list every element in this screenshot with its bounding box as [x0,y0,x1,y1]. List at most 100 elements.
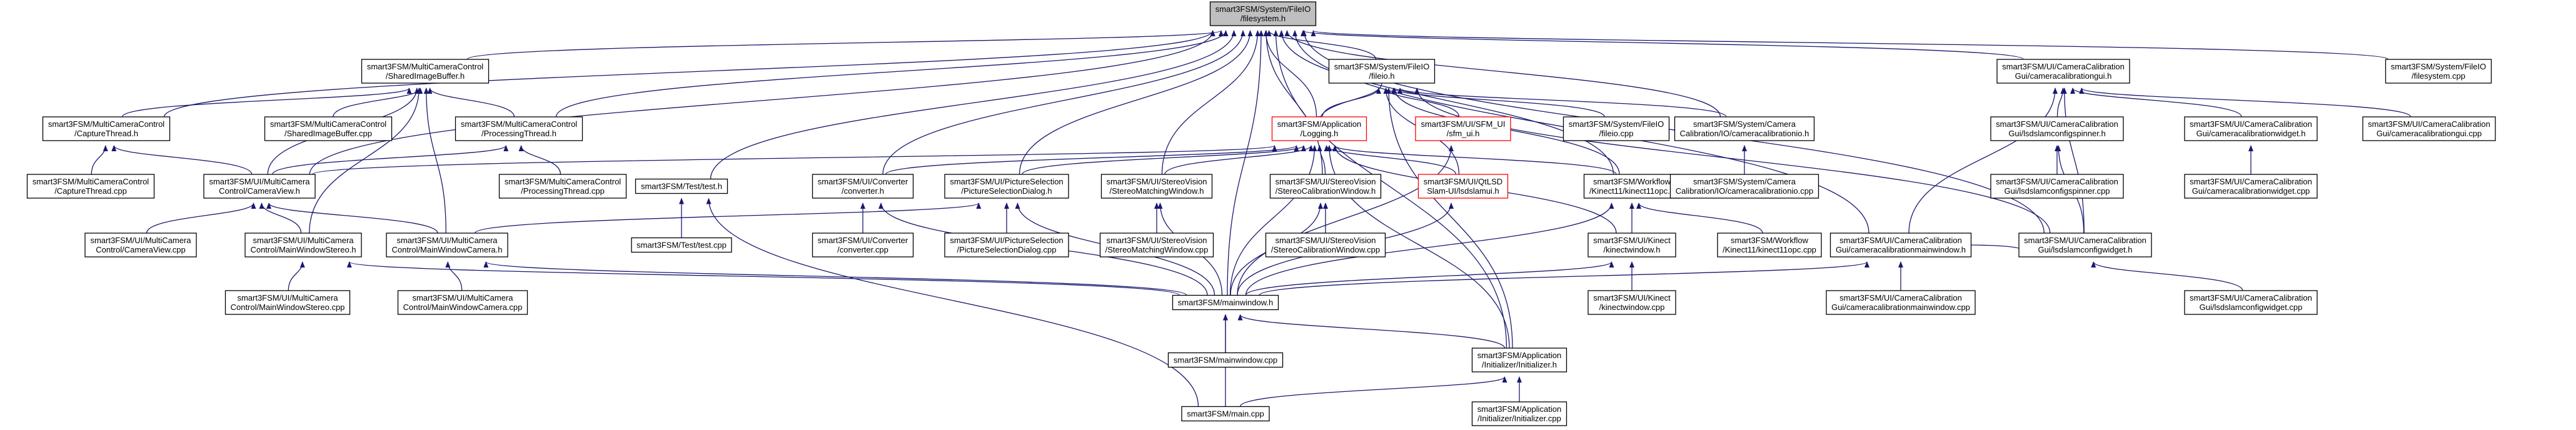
file-node-label: /SharedImageBuffer.cpp [284,129,372,138]
include-edge-77 [1968,244,2024,251]
file-node-label: smart3FSM/UI/CameraCalibration [1839,236,1962,245]
file-node-n41[interactable]: smart3FSM/UI/MultiCameraControl/MainWind… [224,290,351,315]
file-node-n28[interactable]: smart3FSM/UI/CameraCalibrationGui/camera… [2184,174,2318,199]
file-node-n46[interactable]: smart3FSM/mainwindow.cpp [1167,352,1284,368]
file-node-n8[interactable]: smart3FSM/Application/Logging.h [1271,116,1367,141]
file-node-n24[interactable]: smart3FSM/Workflow/Kinect11/kinect11opc.… [1583,174,1681,199]
file-node-label: /converter.cpp [837,245,888,254]
file-node-n4[interactable]: smart3FSM/System/FileIO/filesystem.cpp [2385,59,2492,84]
file-node-n40[interactable]: smart3FSM/UI/CameraCalibrationGui/camera… [1829,232,1972,258]
file-node-label: smart3FSM/mainwindow.cpp [1174,356,1277,365]
file-node-label: /StereoCalibrationWindow.h [1275,186,1376,196]
file-node-n5[interactable]: smart3FSM/MultiCameraControl/CaptureThre… [42,116,171,141]
file-node-label: Calibration/IO/cameracalibrationio.cpp [1676,186,1813,196]
file-node-n6[interactable]: smart3FSM/MultiCameraControl/SharedImage… [264,116,393,141]
file-node-label: smart3FSM/UI/CameraCalibration [2190,119,2312,129]
file-node-label: smart3FSM/Test/test.cpp [636,241,727,250]
file-node-label: smart3FSM/System/Camera [1693,119,1796,129]
file-node-label: Gui/cameracalibrationmainwindow.cpp [1831,302,1970,312]
file-node-box [1562,116,1670,141]
include-edge-33 [2056,88,2066,118]
file-node-box [631,237,732,253]
file-node-n33[interactable]: smart3FSM/UI/Converter/converter.cpp [812,232,914,258]
file-node-box [42,116,171,141]
file-node-n39[interactable]: smart3FSM/UI/CameraCalibrationGui/lsdsla… [2184,290,2318,315]
file-node-n19[interactable]: smart3FSM/UI/Converter/converter.h [812,174,914,199]
file-node-label: smart3FSM/System/FileIO [1215,4,1311,14]
file-node-n15[interactable]: smart3FSM/MultiCameraControl/CaptureThre… [26,174,155,199]
file-node-label: Gui/lsdslamconfigspinner.h [2008,129,2105,138]
file-node-n47[interactable]: smart3FSM/Application/Initializer/Initia… [1471,348,1567,372]
file-node-n30[interactable]: smart3FSM/UI/MultiCameraControl/MainWind… [244,232,362,258]
include-edge-80 [445,261,463,291]
file-node-n2[interactable]: smart3FSM/System/FileIO/fileio.h [1328,59,1436,84]
file-node-n34[interactable]: smart3FSM/UI/PictureSelection/PictureSel… [944,232,1069,258]
file-node-n38[interactable]: smart3FSM/Workflow/Kinect11/kinect11opc.… [1717,232,1822,258]
file-node-box [361,59,490,84]
file-node-n26[interactable]: smart3FSM/UI/CameraCalibrationGui/lsdsla… [1990,174,2124,199]
include-edge-7 [1284,30,1721,118]
file-node-box [264,116,393,141]
include-edge-1 [1266,30,1377,60]
file-node-n3[interactable]: smart3FSM/UI/CameraCalibrationGui/camera… [1996,59,2130,84]
file-node-box [1990,174,2124,199]
file-node-n12[interactable]: smart3FSM/UI/CameraCalibrationGui/lsdsla… [1990,116,2124,141]
file-node-n16[interactable]: smart3FSM/UI/MultiCameraControl/CameraVi… [203,174,316,199]
file-node-n36[interactable]: smart3FSM/UI/StereoVision/StereoCalibrat… [1265,232,1386,258]
file-node-n10[interactable]: smart3FSM/System/FileIO/fileio.cpp [1562,116,1670,141]
include-edge-44 [885,145,1299,175]
file-node-n44[interactable]: smart3FSM/UI/Kinect/kinectwindow.cpp [1587,290,1676,315]
file-node-n25[interactable]: smart3FSM/System/CameraCalibration/IO/ca… [1669,174,1819,199]
file-node-n11[interactable]: smart3FSM/System/CameraCalibration/IO/ca… [1674,116,1815,141]
file-node-label: /ProcessingThread.h [481,129,556,138]
file-node-n37[interactable]: smart3FSM/UI/Kinect/kinectwindow.h [1587,232,1676,258]
file-node-box [1471,401,1567,426]
file-node-label: smart3FSM/Test/test.h [641,182,722,191]
file-node-n14[interactable]: smart3FSM/UI/CameraCalibrationGui/camera… [2362,116,2496,141]
file-node-n29[interactable]: smart3FSM/UI/MultiCameraControl/CameraVi… [84,232,197,258]
file-node-n18[interactable]: smart3FSM/Test/test.h [635,178,728,194]
file-node-n27[interactable]: smart3FSM/UI/CameraCalibrationGui/lsdsla… [2018,232,2152,258]
file-node-n22[interactable]: smart3FSM/UI/StereoVision/StereoCalibrat… [1269,174,1382,199]
file-node-n42[interactable]: smart3FSM/UI/MultiCameraControl/MainWind… [397,290,528,315]
file-node-n45[interactable]: smart3FSM/UI/CameraCalibrationGui/camera… [1826,290,1976,315]
file-node-n32[interactable]: smart3FSM/Test/test.cpp [631,237,732,253]
file-node-n20[interactable]: smart3FSM/UI/PictureSelection/PictureSel… [944,174,1069,199]
file-node-label: smart3FSM/UI/MultiCamera [90,236,191,245]
file-node-box [1099,232,1214,258]
include-edge-20 [333,88,423,118]
file-node-label: smart3FSM/UI/CameraCalibration [1996,177,2118,186]
file-node-n1[interactable]: smart3FSM/MultiCameraControl/SharedImage… [361,59,490,84]
file-node-box [1717,232,1822,258]
file-node-label: smart3FSM/UI/CameraCalibration [2368,119,2490,129]
file-node-n0[interactable]: smart3FSM/System/FileIO/filesystem.h [1209,1,1317,26]
file-node-label: smart3FSM/System/FileIO [1334,62,1429,71]
file-node-n43[interactable]: smart3FSM/mainwindow.h [1172,294,1279,311]
file-node-n7[interactable]: smart3FSM/MultiCameraControl/ProcessingT… [455,116,583,141]
file-node-n49[interactable]: smart3FSM/Application/Initializer/Initia… [1471,401,1567,426]
file-node-box [498,174,627,199]
file-node-label: Gui/cameracalibrationwidget.cpp [2192,186,2310,196]
file-node-label: smart3FSM/Application [1277,119,1361,129]
file-node-box [1100,174,1213,199]
include-edge-35 [2079,88,2412,118]
include-edge-6 [1263,30,1317,118]
file-node-n21[interactable]: smart3FSM/UI/StereoVision/StereoMatching… [1100,174,1213,199]
include-edge-78 [288,261,305,291]
file-node-label: /StereoMatchingWindow.h [1109,186,1204,196]
file-node-box [2184,174,2318,199]
file-node-n17[interactable]: smart3FSM/MultiCameraControl/ProcessingT… [498,174,627,199]
file-node-label: /PictureSelectionDialog.cpp [957,245,1057,254]
file-node-label: smart3FSM/UI/Converter [818,236,908,245]
file-node-label: smart3FSM/MultiCameraControl [33,177,149,186]
file-node-label: Slam-UI/lsdslamui.h [1427,186,1499,196]
include-edge-24 [423,88,446,234]
file-node-n48[interactable]: smart3FSM/main.cpp [1181,406,1270,422]
file-node-n31[interactable]: smart3FSM/UI/MultiCameraControl/MainWind… [386,232,508,258]
file-node-label: smart3FSM/UI/StereoVision [1275,236,1376,245]
file-node-n13[interactable]: smart3FSM/UI/CameraCalibrationGui/camera… [2184,116,2318,141]
file-node-n35[interactable]: smart3FSM/UI/StereoVision/StereoMatching… [1099,232,1214,258]
file-node-n9[interactable]: smart3FSM/UI/SFM_UI/sfm_ui.h [1415,116,1511,141]
include-edge-32 [1386,88,1513,349]
